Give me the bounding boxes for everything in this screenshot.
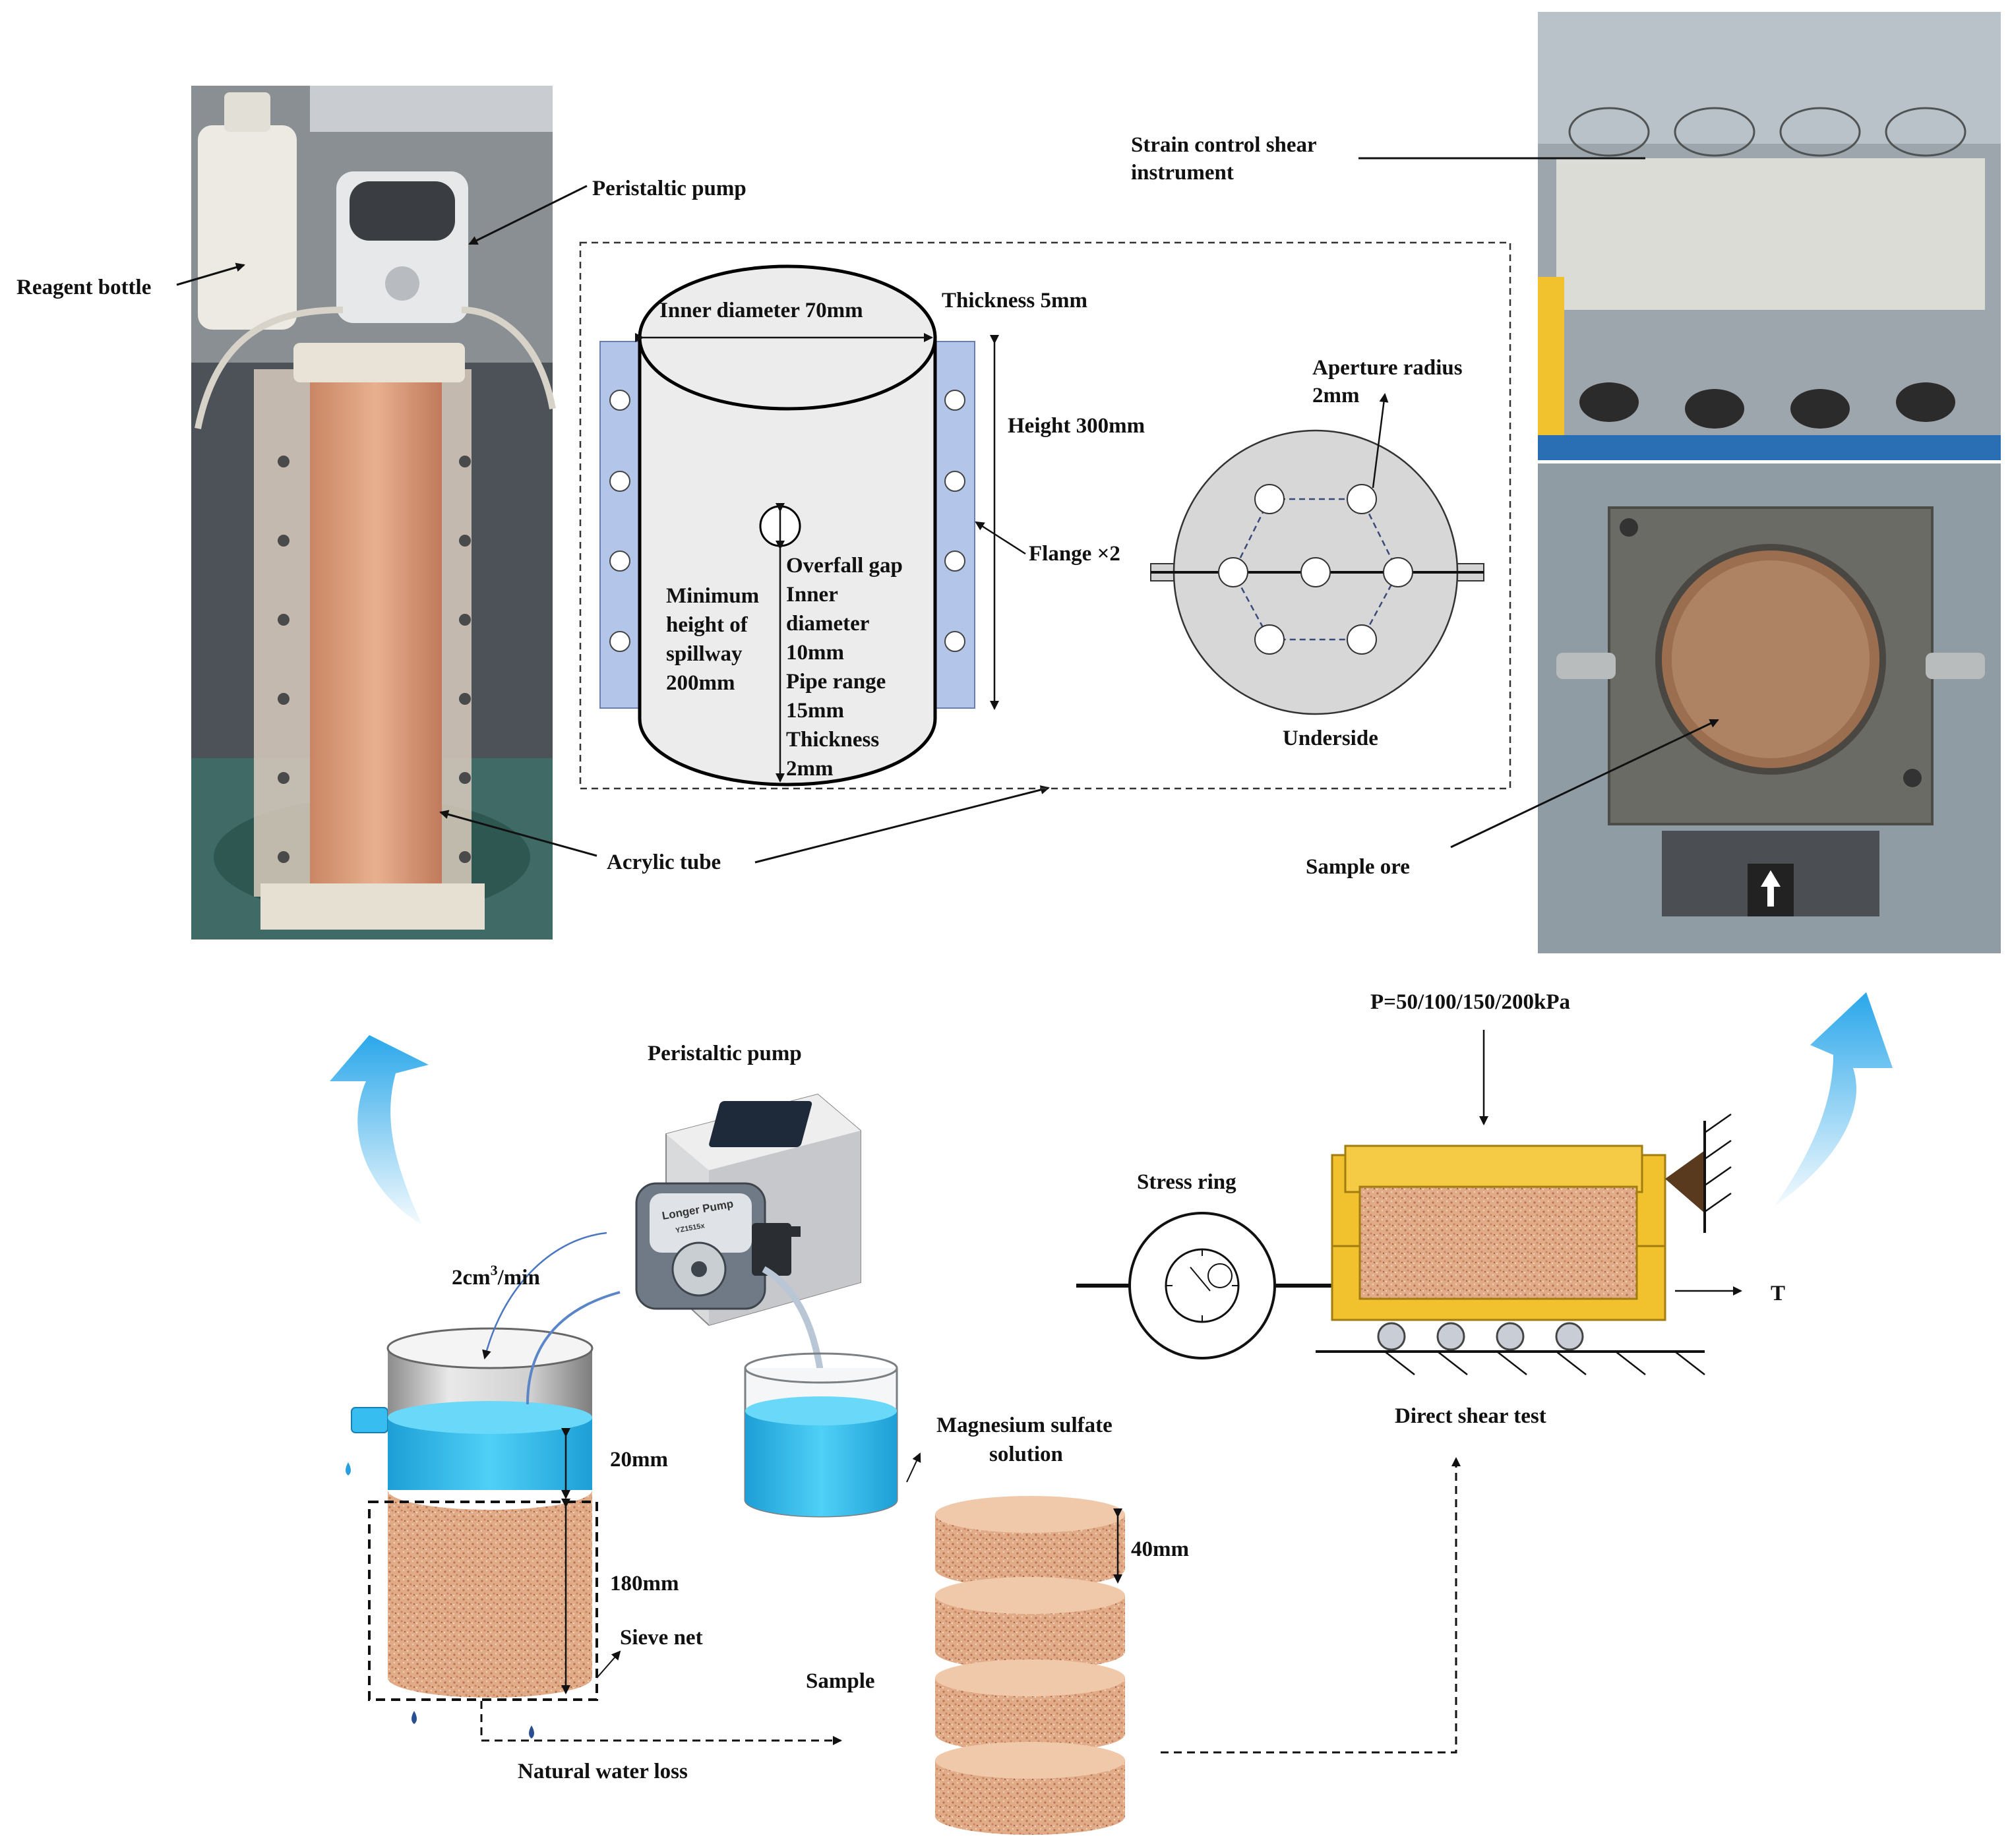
- spillway-line: Minimum: [666, 584, 759, 608]
- sample-stack: [935, 1496, 1125, 1835]
- overfall-line: diameter: [786, 612, 869, 636]
- peristaltic-pump-device: Longer Pump YZ1515x: [635, 1093, 861, 1326]
- flange-label: Flange ×2: [1029, 542, 1120, 566]
- magnesium-beaker: [744, 1352, 898, 1518]
- tube-schematic: [579, 241, 1511, 790]
- up-right-blue-arrow-icon: [1774, 992, 1893, 1207]
- sample-label: Sample: [806, 1669, 875, 1693]
- flow-arrow: [482, 1232, 607, 1359]
- soil-dashed-box: [368, 1501, 598, 1701]
- overfall-line: Overfall gap: [786, 554, 903, 578]
- up-left-blue-arrow-icon: [330, 1035, 429, 1225]
- natural-water-loss-arrow: [480, 1701, 842, 1745]
- water-drop-icon: [412, 1711, 417, 1724]
- pump-photo-pointer: [468, 185, 588, 245]
- pressure-label: P=50/100/150/200kPa: [1370, 990, 1570, 1014]
- overfall-line: Thickness: [786, 728, 879, 752]
- outlet-spout: [351, 1407, 388, 1433]
- shear-soil-sample: [1358, 1185, 1638, 1300]
- reagent-bottle-image: [198, 92, 297, 330]
- fixed-support: [1665, 1150, 1705, 1213]
- height-300-label: Height 300mm: [1008, 414, 1145, 438]
- strain-control-label-2: instrument: [1131, 161, 1234, 185]
- magnesium-pointer: [906, 1452, 921, 1483]
- percolation-container: [346, 1232, 842, 1745]
- up-arrow-icon: [1761, 870, 1781, 907]
- overfall-label: Overfall gap Inner diameter 10mm Pipe ra…: [786, 554, 903, 781]
- magnesium-label-1: Magnesium sulfate: [936, 1414, 1113, 1437]
- overfall-line: Inner: [786, 583, 838, 607]
- sample-disc: [935, 1659, 1125, 1752]
- schematic-frame: [579, 241, 1511, 790]
- container-rim: [386, 1327, 594, 1369]
- dim-40-label: 40mm: [1131, 1537, 1189, 1561]
- aperture-label-1: Aperture radius: [1312, 356, 1463, 380]
- water-drop-icon: [346, 1462, 351, 1475]
- to-shear-test-arrow: [1161, 1457, 1461, 1754]
- spillway-label: Minimum height of spillway 200mm: [666, 584, 759, 695]
- soil-layer: [388, 1490, 592, 1698]
- natural-water-loss-label: Natural water loss: [518, 1760, 688, 1783]
- stress-ring-label: Stress ring: [1137, 1170, 1236, 1194]
- cylinder-body: [638, 338, 937, 787]
- sample-disc: [935, 1577, 1125, 1670]
- shear-instrument-photo: [1538, 12, 2001, 460]
- strain-control-label-1: Strain control shear: [1131, 133, 1317, 157]
- sample-ore-photo: [1538, 463, 2001, 953]
- water-surface: [388, 1401, 592, 1434]
- reagent-bottle-pointer: [176, 262, 245, 286]
- sample-ore-label: Sample ore: [1306, 855, 1410, 879]
- inlet-tube: [526, 1291, 621, 1405]
- direct-shear-label: Direct shear test: [1395, 1404, 1546, 1428]
- aperture-label-2: 2mm: [1312, 384, 1359, 407]
- sample-ore-pointer: [1450, 719, 1719, 849]
- pump-image: [336, 171, 468, 323]
- peristaltic-pump-label: Peristaltic pump: [648, 1042, 802, 1065]
- dim-180-label: 180mm: [610, 1572, 679, 1595]
- spillway-line: 200mm: [666, 671, 735, 695]
- t-label: T: [1771, 1282, 1785, 1305]
- flange-pointer: [975, 521, 1026, 555]
- overfall-line: Pipe range: [786, 670, 886, 694]
- rollers: [1377, 1322, 1584, 1351]
- inner-diameter-label: Inner diameter 70mm: [659, 299, 863, 322]
- dim-20-label: 20mm: [610, 1448, 668, 1472]
- sample-disc: [935, 1496, 1125, 1588]
- acrylic-tube-label: Acrylic tube: [607, 850, 721, 874]
- sieve-net-label: Sieve net: [620, 1626, 703, 1650]
- pump-photo-label: Peristaltic pump: [592, 177, 747, 200]
- direct-shear-apparatus: [1076, 1030, 1742, 1375]
- sieve-pointer: [596, 1650, 621, 1679]
- underside-label: Underside: [1283, 727, 1378, 750]
- sample-disc: [935, 1742, 1125, 1835]
- overfall-line: 2mm: [786, 757, 833, 781]
- schematic-pointer: [754, 785, 1050, 864]
- overfall-line: 10mm: [786, 641, 844, 665]
- spillway-line: height of: [666, 613, 748, 637]
- acrylic-tube-pointer: [439, 810, 597, 857]
- reagent-bottle-label: Reagent bottle: [16, 276, 151, 299]
- water-drop-icon: [529, 1725, 534, 1739]
- acrylic-tube-image: [254, 343, 485, 930]
- thickness-5-label: Thickness 5mm: [942, 289, 1087, 313]
- left-photo: [191, 86, 556, 939]
- spillway-line: spillway: [666, 642, 743, 666]
- underside-disc: [1150, 393, 1484, 715]
- magnesium-label-2: solution: [989, 1443, 1063, 1466]
- overfall-line: 15mm: [786, 699, 844, 723]
- flow-rate-label: 2cm3/min: [452, 1262, 540, 1290]
